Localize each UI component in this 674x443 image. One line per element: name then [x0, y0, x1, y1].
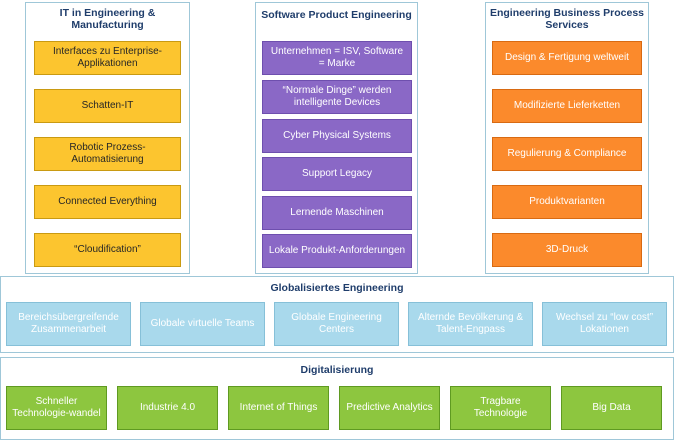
box-intelligent-devices: “Normale Dinge” werden intelligente Devi… [262, 80, 412, 114]
column-it-engineering: IT in Engineering & Manufacturing Interf… [25, 2, 190, 274]
column-business-process-services: Engineering Business Process Services De… [485, 2, 649, 274]
box-design-manufacturing-worldwide: Design & Fertigung weltweit [492, 41, 642, 75]
column-software-product-engineering: Software Product Engineering Unternehmen… [255, 2, 418, 274]
box-cross-functional-collaboration: Bereichsübergreifende Zusammenarbeit [6, 302, 131, 346]
box-regulation-compliance: Regulierung & Compliance [492, 137, 642, 171]
box-schatten-it: Schatten-IT [34, 89, 181, 123]
box-low-cost-locations: Wechsel zu “low cost” Lokationen [542, 302, 667, 346]
column-title: Engineering Business Process Services [489, 7, 645, 31]
column-title: IT in Engineering & Manufacturing [59, 7, 156, 31]
box-global-engineering-centers: Globale Engineering Centers [274, 302, 399, 346]
box-connected-everything: Connected Everything [34, 185, 181, 219]
box-industrie-4-0: Industrie 4.0 [117, 386, 218, 430]
box-wearable-technology: Tragbare Technologie [450, 386, 551, 430]
box-3d-printing: 3D-Druck [492, 233, 642, 267]
box-modified-supply-chains: Modifizierte Lieferketten [492, 89, 642, 123]
column-title: Software Product Engineering [261, 9, 412, 21]
band-title: Digitalisierung [300, 364, 374, 376]
box-internet-of-things: Internet of Things [228, 386, 329, 430]
box-isv-brand: Unternehmen = ISV, Software = Marke [262, 41, 412, 75]
box-support-legacy: Support Legacy [262, 157, 412, 191]
box-global-virtual-teams: Globale virtuelle Teams [140, 302, 265, 346]
box-cloudification: “Cloudification” [34, 233, 181, 267]
box-predictive-analytics: Predictive Analytics [339, 386, 440, 430]
box-enterprise-interfaces: Interfaces zu Enterprise-Applikationen [34, 41, 181, 75]
band-globalized-engineering: Globalisiertes Engineering Bereichsüberg… [0, 276, 674, 353]
box-aging-population-talent-shortage: Alternde Bevölkerung & Talent-Engpass [408, 302, 533, 346]
box-local-product-requirements: Lokale Produkt-Anforderungen [262, 234, 412, 268]
box-big-data: Big Data [561, 386, 662, 430]
box-learning-machines: Lernende Maschinen [262, 196, 412, 230]
band-title: Globalisiertes Engineering [270, 282, 404, 294]
box-robotic-process-automation: Robotic Prozess-Automatisierung [34, 137, 181, 171]
box-rapid-technology-change: Schneller Technologie-wandel [6, 386, 107, 430]
box-cyber-physical-systems: Cyber Physical Systems [262, 119, 412, 153]
band-digitalization: Digitalisierung Schneller Technologie-wa… [0, 357, 674, 440]
box-product-variants: Produktvarianten [492, 185, 642, 219]
